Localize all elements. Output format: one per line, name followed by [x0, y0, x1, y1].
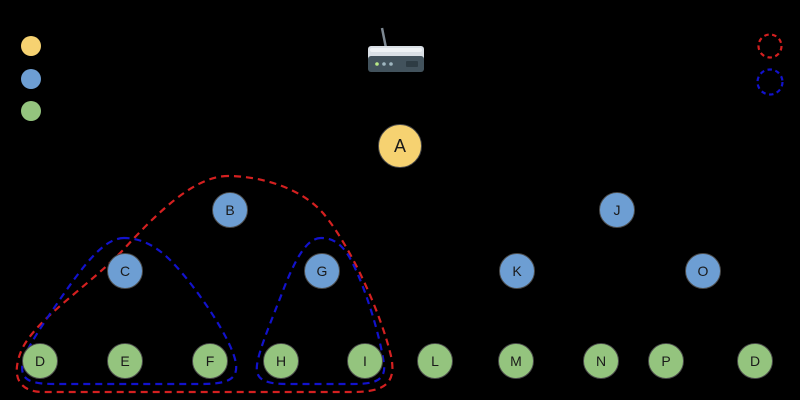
blue-group-right-outline [255, 236, 386, 386]
node-N: N [583, 343, 619, 379]
node-B: B [212, 192, 248, 228]
node-C: C [107, 253, 143, 289]
legend-blue-node-swatch [21, 69, 41, 89]
blue-group-left-outline [21, 236, 238, 386]
node-H: H [263, 343, 299, 379]
node-A: A [378, 124, 422, 168]
node-E: E [107, 343, 143, 379]
node-G: G [304, 253, 340, 289]
node-D: D [737, 343, 773, 379]
node-P: P [648, 343, 684, 379]
legend-red-group-ring [757, 33, 783, 59]
node-L: L [417, 343, 453, 379]
node-M: M [498, 343, 534, 379]
node-F: F [192, 343, 228, 379]
node-D: D [22, 343, 58, 379]
red-group-outline [15, 174, 394, 394]
node-I: I [347, 343, 383, 379]
node-K: K [499, 253, 535, 289]
node-O: O [685, 253, 721, 289]
node-J: J [599, 192, 635, 228]
legend-blue-group-ring [756, 68, 784, 96]
legend-green-node-swatch [21, 101, 41, 121]
legend-yellow-node-swatch [21, 36, 41, 56]
wifi-router-icon [368, 27, 424, 72]
